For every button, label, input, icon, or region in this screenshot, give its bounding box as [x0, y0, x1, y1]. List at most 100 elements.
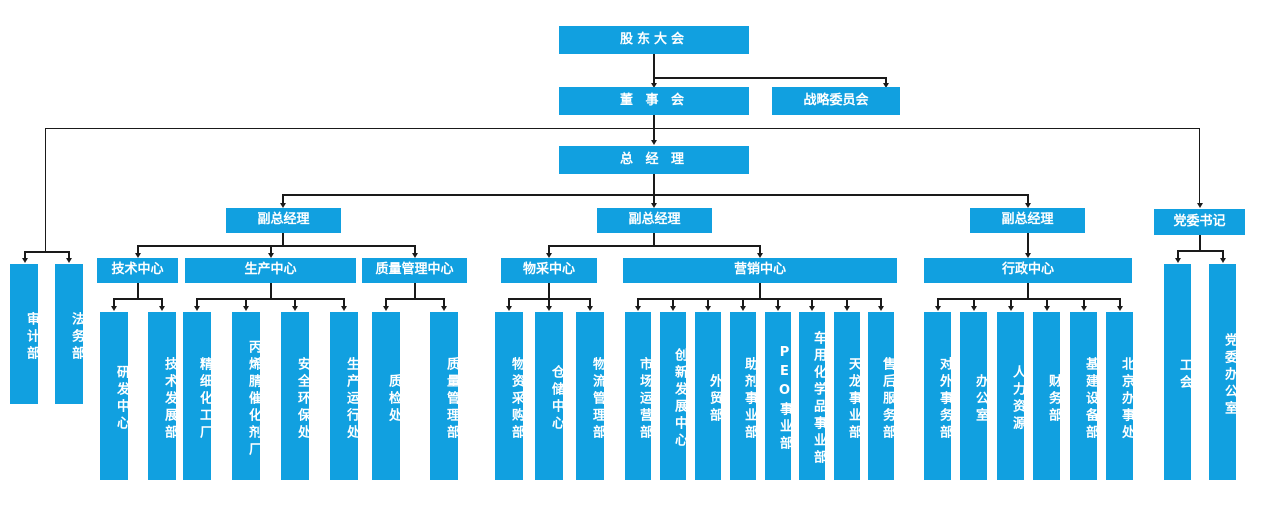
- leaf-acrylonitrile-catalyst-plant[interactable]: 丙烯腈催化剂厂: [232, 312, 261, 480]
- leaf-quality-inspection-office[interactable]: 质检处: [372, 312, 401, 480]
- arrow-production-center: [268, 253, 274, 258]
- arrow-innovation-development-center: [670, 306, 676, 311]
- arrow-deputy-1: [280, 203, 286, 208]
- leaf-after-sales-service-dept[interactable]: 售后服务部: [868, 312, 895, 480]
- connector-quality-children-bar: [385, 298, 445, 300]
- arrow-audit-dept: [22, 258, 28, 263]
- trunk-horizontal: [45, 128, 1200, 129]
- leaf-tianlong-division[interactable]: 天龙事业部: [834, 312, 861, 480]
- connector-quality-center-drop: [414, 245, 416, 256]
- connector-deputy2-drop: [653, 194, 655, 206]
- arrow-tech-center: [135, 253, 141, 258]
- leaf-automotive-chemicals-division[interactable]: 车用化学品事业部: [799, 312, 826, 480]
- leaf-external-affairs-dept[interactable]: 对外事务部: [924, 312, 952, 480]
- arrow-procurement-center: [546, 253, 552, 258]
- arrow-labor-union: [1175, 258, 1181, 263]
- node-tech-center[interactable]: 技术中心: [97, 258, 178, 283]
- arrow-logistics-management-dept: [587, 306, 593, 311]
- leaf-safety-environment-office[interactable]: 安全环保处: [281, 312, 310, 480]
- leaf-production-operations-office[interactable]: 生产运行处: [330, 312, 359, 480]
- node-deputy-manager-2[interactable]: 副总经理: [597, 208, 712, 233]
- connector-union-drop: [1177, 250, 1179, 261]
- node-deputy-manager-1[interactable]: 副总经理: [226, 208, 341, 233]
- arrow-warehouse-center: [546, 306, 552, 311]
- node-general-manager[interactable]: 总 经 理: [559, 146, 749, 174]
- connector-deputy1-drop: [282, 194, 284, 206]
- connector-marketing-center-drop: [759, 245, 761, 256]
- leaf-materials-purchasing-dept[interactable]: 物资采购部: [495, 312, 524, 480]
- leaf-audit-department[interactable]: 审计部: [10, 264, 39, 404]
- node-board-of-directors[interactable]: 董 事 会: [559, 87, 749, 115]
- leaf-innovation-development-center[interactable]: 创新发展中心: [660, 312, 687, 480]
- node-marketing-center[interactable]: 营销中心: [623, 258, 897, 283]
- connector-office-drop: [973, 298, 975, 309]
- connector-logistics-drop: [589, 298, 591, 309]
- leaf-quality-management-dept[interactable]: 质量管理部: [430, 312, 459, 480]
- leaf-legal-department[interactable]: 法务部: [55, 264, 84, 404]
- leaf-party-committee-office[interactable]: 党委办公室: [1209, 264, 1237, 480]
- arrow-materials-purchasing-dept: [506, 306, 512, 311]
- connector-external-affairs-drop: [937, 298, 939, 309]
- arrow-foreign-trade-dept: [705, 306, 711, 311]
- connector-qc-office-drop: [385, 298, 387, 309]
- node-quality-center[interactable]: 质量管理中心: [362, 258, 467, 283]
- node-procurement-center[interactable]: 物采中心: [501, 258, 597, 283]
- leaf-infrastructure-equipment-dept[interactable]: 基建设备部: [1070, 312, 1098, 480]
- connector-marketing-center-down: [759, 283, 761, 300]
- leaf-foreign-trade-dept[interactable]: 外贸部: [695, 312, 722, 480]
- leaf-peo-division[interactable]: PEO事业部: [765, 312, 792, 480]
- leaf-general-office[interactable]: 办公室: [960, 312, 988, 480]
- connector-tianlong-drop: [846, 298, 848, 309]
- connector-admin-center-down: [1027, 283, 1029, 300]
- connector-tech-dev-drop: [161, 298, 163, 309]
- connector-foreign-trade-drop: [707, 298, 709, 309]
- arrow-strategy-committee: [883, 83, 889, 88]
- arrow-general-office: [971, 306, 977, 311]
- arrow-legal-dept: [66, 258, 72, 263]
- connector-market-ops-drop: [637, 298, 639, 309]
- node-shareholders-meeting[interactable]: 股东大会: [559, 26, 749, 54]
- arrow-infrastructure-equipment-dept: [1081, 306, 1087, 311]
- trunk-left-drop: [45, 128, 46, 252]
- arrow-quality-management-dept: [441, 306, 447, 311]
- arrow-board: [651, 83, 657, 88]
- connector-finance-drop: [1046, 298, 1048, 309]
- connector-production-center-down: [270, 283, 272, 300]
- connector-materials-purchase-drop: [508, 298, 510, 309]
- connector-gm-down: [653, 174, 655, 206]
- connector-production-ops-drop: [343, 298, 345, 309]
- leaf-beijing-office[interactable]: 北京办事处: [1106, 312, 1134, 480]
- arrow-marketing-center: [757, 253, 763, 258]
- arrow-fine-chemical-plant: [194, 306, 200, 311]
- connector-peo-drop: [777, 298, 779, 309]
- node-production-center[interactable]: 生产中心: [185, 258, 356, 283]
- leaf-finance-dept[interactable]: 财务部: [1033, 312, 1061, 480]
- arrow-market-operations-dept: [635, 306, 641, 311]
- connector-tech-center-drop: [137, 245, 139, 256]
- leaf-additives-division[interactable]: 助剂事业部: [730, 312, 757, 480]
- connector-deputy3-down: [1027, 233, 1029, 256]
- connector-tech-center-down: [137, 283, 139, 300]
- connector-deputy2-down: [653, 233, 655, 247]
- leaf-human-resources[interactable]: 人力资源: [997, 312, 1025, 480]
- arrow-external-affairs-dept: [935, 306, 941, 311]
- leaf-rd-center[interactable]: 研发中心: [100, 312, 129, 480]
- connector-warehouse-drop: [548, 298, 550, 309]
- connector-infrastructure-drop: [1083, 298, 1085, 309]
- leaf-labor-union[interactable]: 工会: [1164, 264, 1192, 480]
- node-party-secretary[interactable]: 党委书记: [1154, 209, 1245, 235]
- leaf-logistics-management-dept[interactable]: 物流管理部: [576, 312, 605, 480]
- leaf-warehouse-center[interactable]: 仓储中心: [535, 312, 564, 480]
- connector-board-down: [653, 115, 655, 143]
- leaf-tech-development-dept[interactable]: 技术发展部: [148, 312, 177, 480]
- connector-tech-children-bar: [113, 298, 163, 300]
- node-admin-center[interactable]: 行政中心: [924, 258, 1132, 283]
- leaf-fine-chemical-plant[interactable]: 精细化工厂: [183, 312, 212, 480]
- arrow-deputy-2: [651, 203, 657, 208]
- node-deputy-manager-3[interactable]: 副总经理: [970, 208, 1085, 233]
- connector-deputies-bar: [282, 194, 1028, 196]
- arrow-rd-center: [111, 306, 117, 311]
- node-strategy-committee[interactable]: 战略委员会: [772, 87, 900, 115]
- leaf-market-operations-dept[interactable]: 市场运营部: [625, 312, 652, 480]
